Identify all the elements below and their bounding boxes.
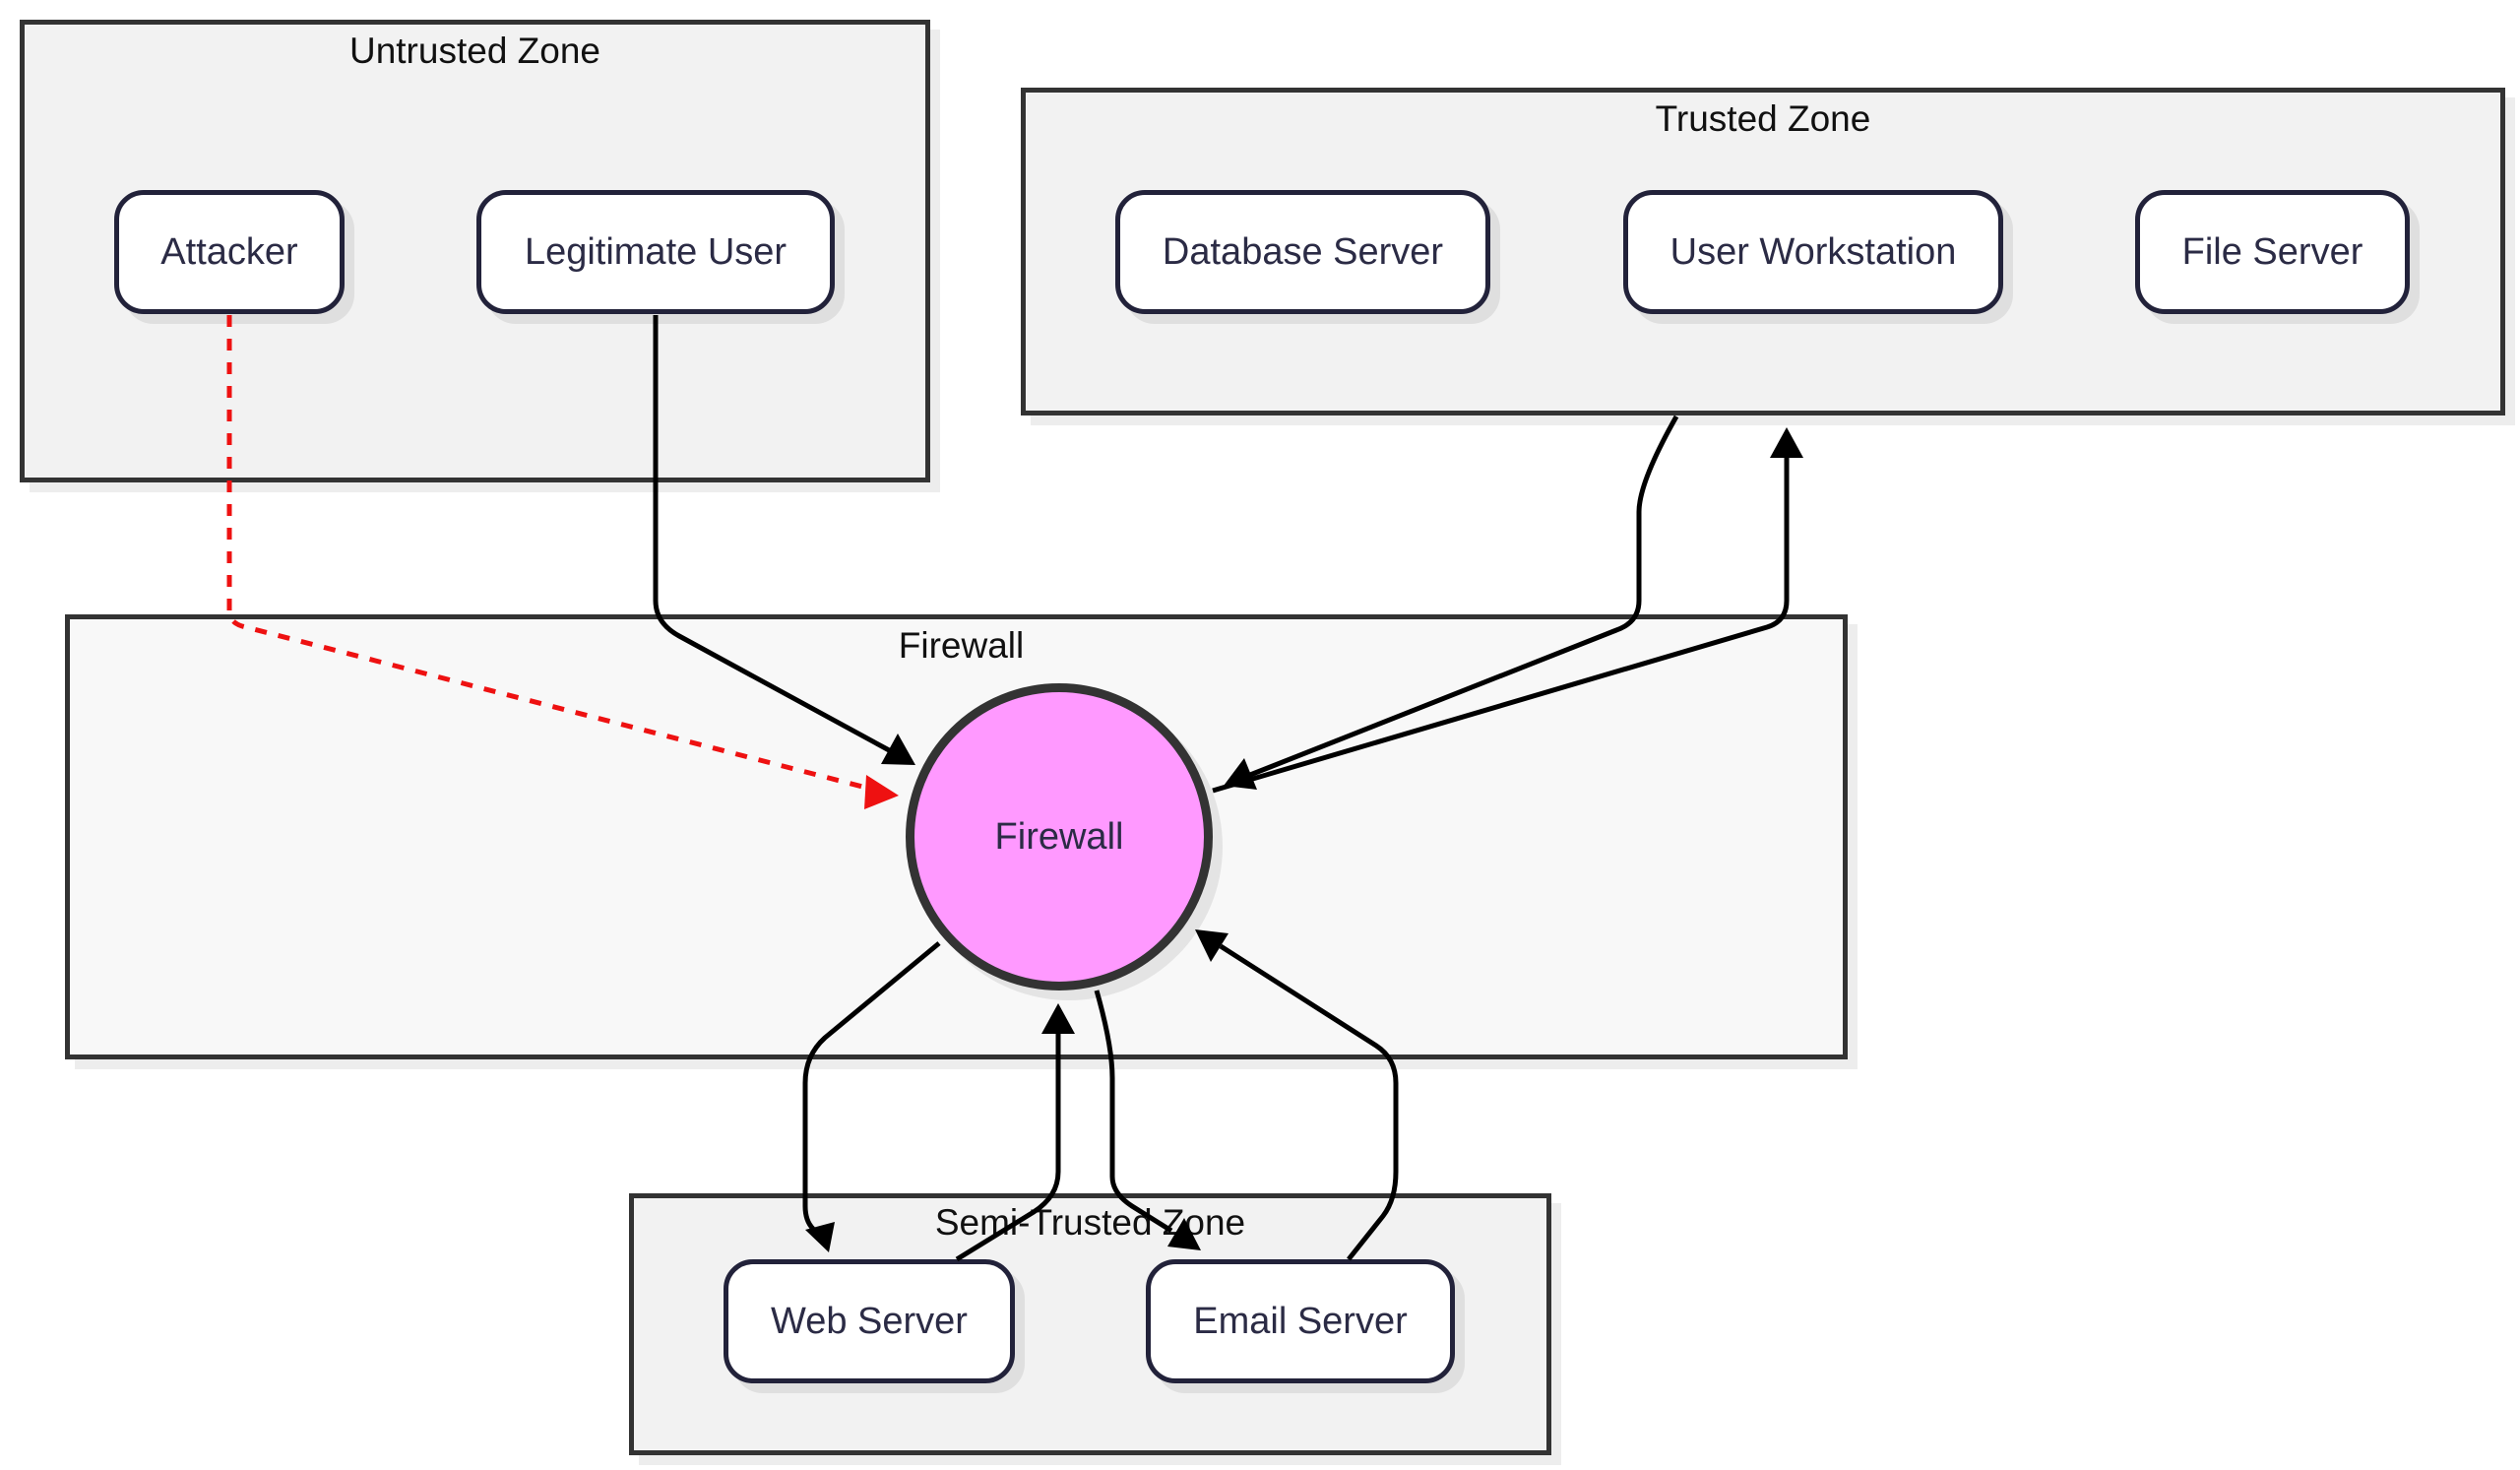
attacker-node[interactable]: Attacker [114, 190, 345, 314]
email-server-node[interactable]: Email Server [1146, 1259, 1455, 1383]
semi-trusted-zone-title: Semi-Trusted Zone [934, 1202, 1246, 1243]
arrowhead-firewall-to-web-server [805, 1222, 835, 1252]
file-server-node[interactable]: File Server [2135, 190, 2410, 314]
database-server-node[interactable]: Database Server [1115, 190, 1490, 314]
user-workstation-node[interactable]: User Workstation [1623, 190, 2003, 314]
arrowhead-email-server-to-firewall [1195, 929, 1228, 962]
edge-trusted-zone-to-firewall [1249, 415, 1679, 778]
arrowhead-firewall-to-trusted-zone [1770, 427, 1803, 458]
untrusted-zone-title: Untrusted Zone [348, 31, 601, 71]
edge-attacker-to-firewall [226, 315, 876, 793]
web-server-node[interactable]: Web Server [724, 1259, 1015, 1383]
legitimate-user-node[interactable]: Legitimate User [476, 190, 835, 314]
edge-firewall-to-email-server [1094, 990, 1173, 1234]
trusted-zone-title: Trusted Zone [1655, 98, 1871, 139]
edge-email-server-to-firewall [1219, 943, 1399, 1261]
edge-legitimate-user-to-firewall [653, 315, 893, 754]
arrowhead-web-server-to-firewall [1041, 1003, 1075, 1034]
firewall-node[interactable]: Firewall [906, 683, 1213, 991]
edge-firewall-to-trusted-zone [1212, 455, 1790, 794]
firewall-zone-title: Firewall [898, 625, 1025, 666]
arrowhead-legitimate-user-to-firewall [881, 734, 915, 765]
arrowhead-attacker-to-firewall [864, 775, 899, 809]
edge-web-server-to-firewall [955, 1032, 1061, 1262]
arrowhead-firewall-to-email-server [1167, 1218, 1201, 1250]
edge-firewall-to-web-server [802, 941, 941, 1231]
